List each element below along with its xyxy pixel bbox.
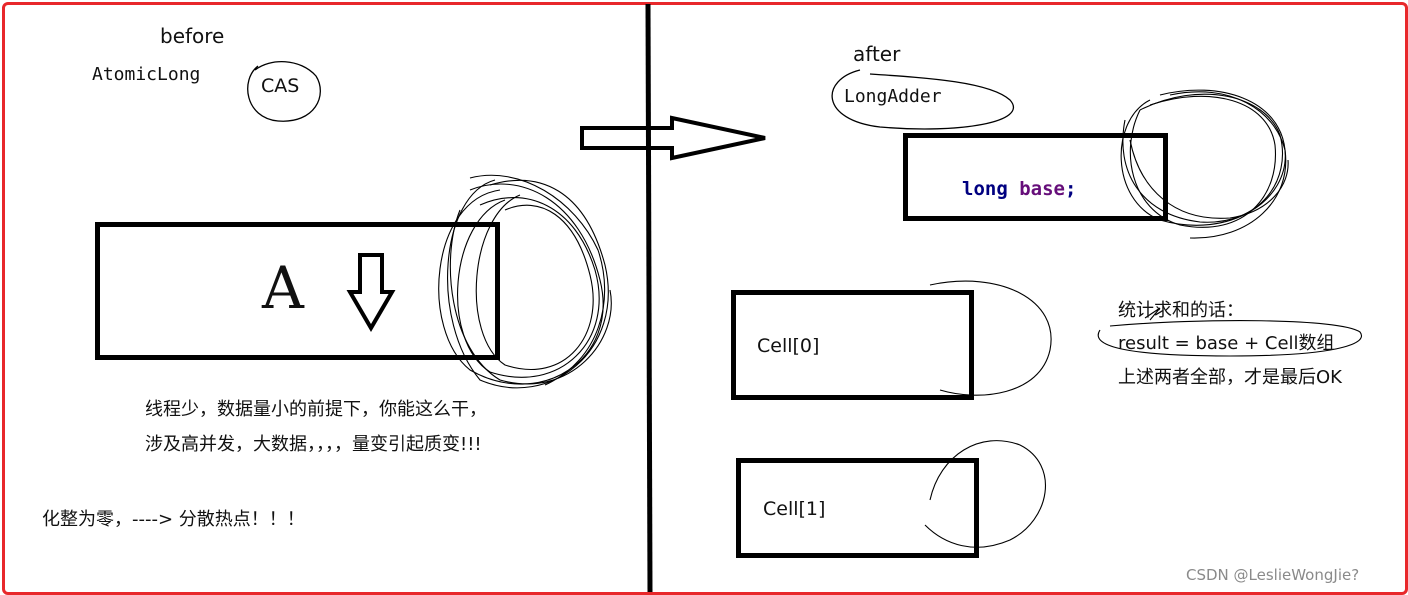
cell0-box [731, 290, 974, 400]
longadder-scribble [831, 69, 1014, 130]
code-identifier: base [1019, 178, 1065, 200]
cell1-box [736, 458, 979, 558]
atomiclong-value-box [95, 222, 500, 360]
a-box-scribble [438, 174, 612, 389]
divider-line [645, 3, 653, 593]
high-concurrency-note: 涉及高并发，大数据，，，，量变引起质变!!! [145, 434, 482, 455]
base-code: long base; [962, 178, 1076, 200]
cell0-scribble [929, 280, 1052, 396]
cell1-label: Cell[1] [763, 498, 826, 520]
code-semicolon: ; [1064, 178, 1077, 200]
down-arrow-icon [346, 253, 396, 332]
value-letter-a: A [262, 254, 304, 322]
sum-conclusion: 上述两者全部，才是最后OK [1118, 367, 1342, 388]
code-keyword: long [962, 178, 1008, 200]
watermark: CSDN @LeslieWongJie? [1186, 566, 1360, 584]
right-arrow-icon [580, 115, 766, 161]
formula-scribble [1097, 320, 1362, 357]
low-concurrency-note: 线程少，数据量小的前提下，你能这么干， [145, 399, 487, 420]
summary-note: 化整为零，----> 分散热点！！！ [42, 509, 305, 530]
atomiclong-label: AtomicLong [92, 64, 201, 85]
cell0-label: Cell[0] [757, 335, 820, 357]
sum-formula: result = base + Cell数组 [1118, 333, 1335, 354]
sum-title: 统计求和的话： [1118, 300, 1244, 321]
cas-label: CAS [261, 75, 300, 97]
longadder-label: LongAdder [844, 86, 942, 107]
cell1-scribble [924, 440, 1046, 548]
cas-scribble [247, 60, 321, 122]
base-box-scribble [1120, 89, 1289, 239]
after-label: after [853, 42, 901, 66]
formula-tick [1144, 307, 1161, 321]
base-box [903, 133, 1168, 221]
before-label: before [160, 24, 225, 48]
